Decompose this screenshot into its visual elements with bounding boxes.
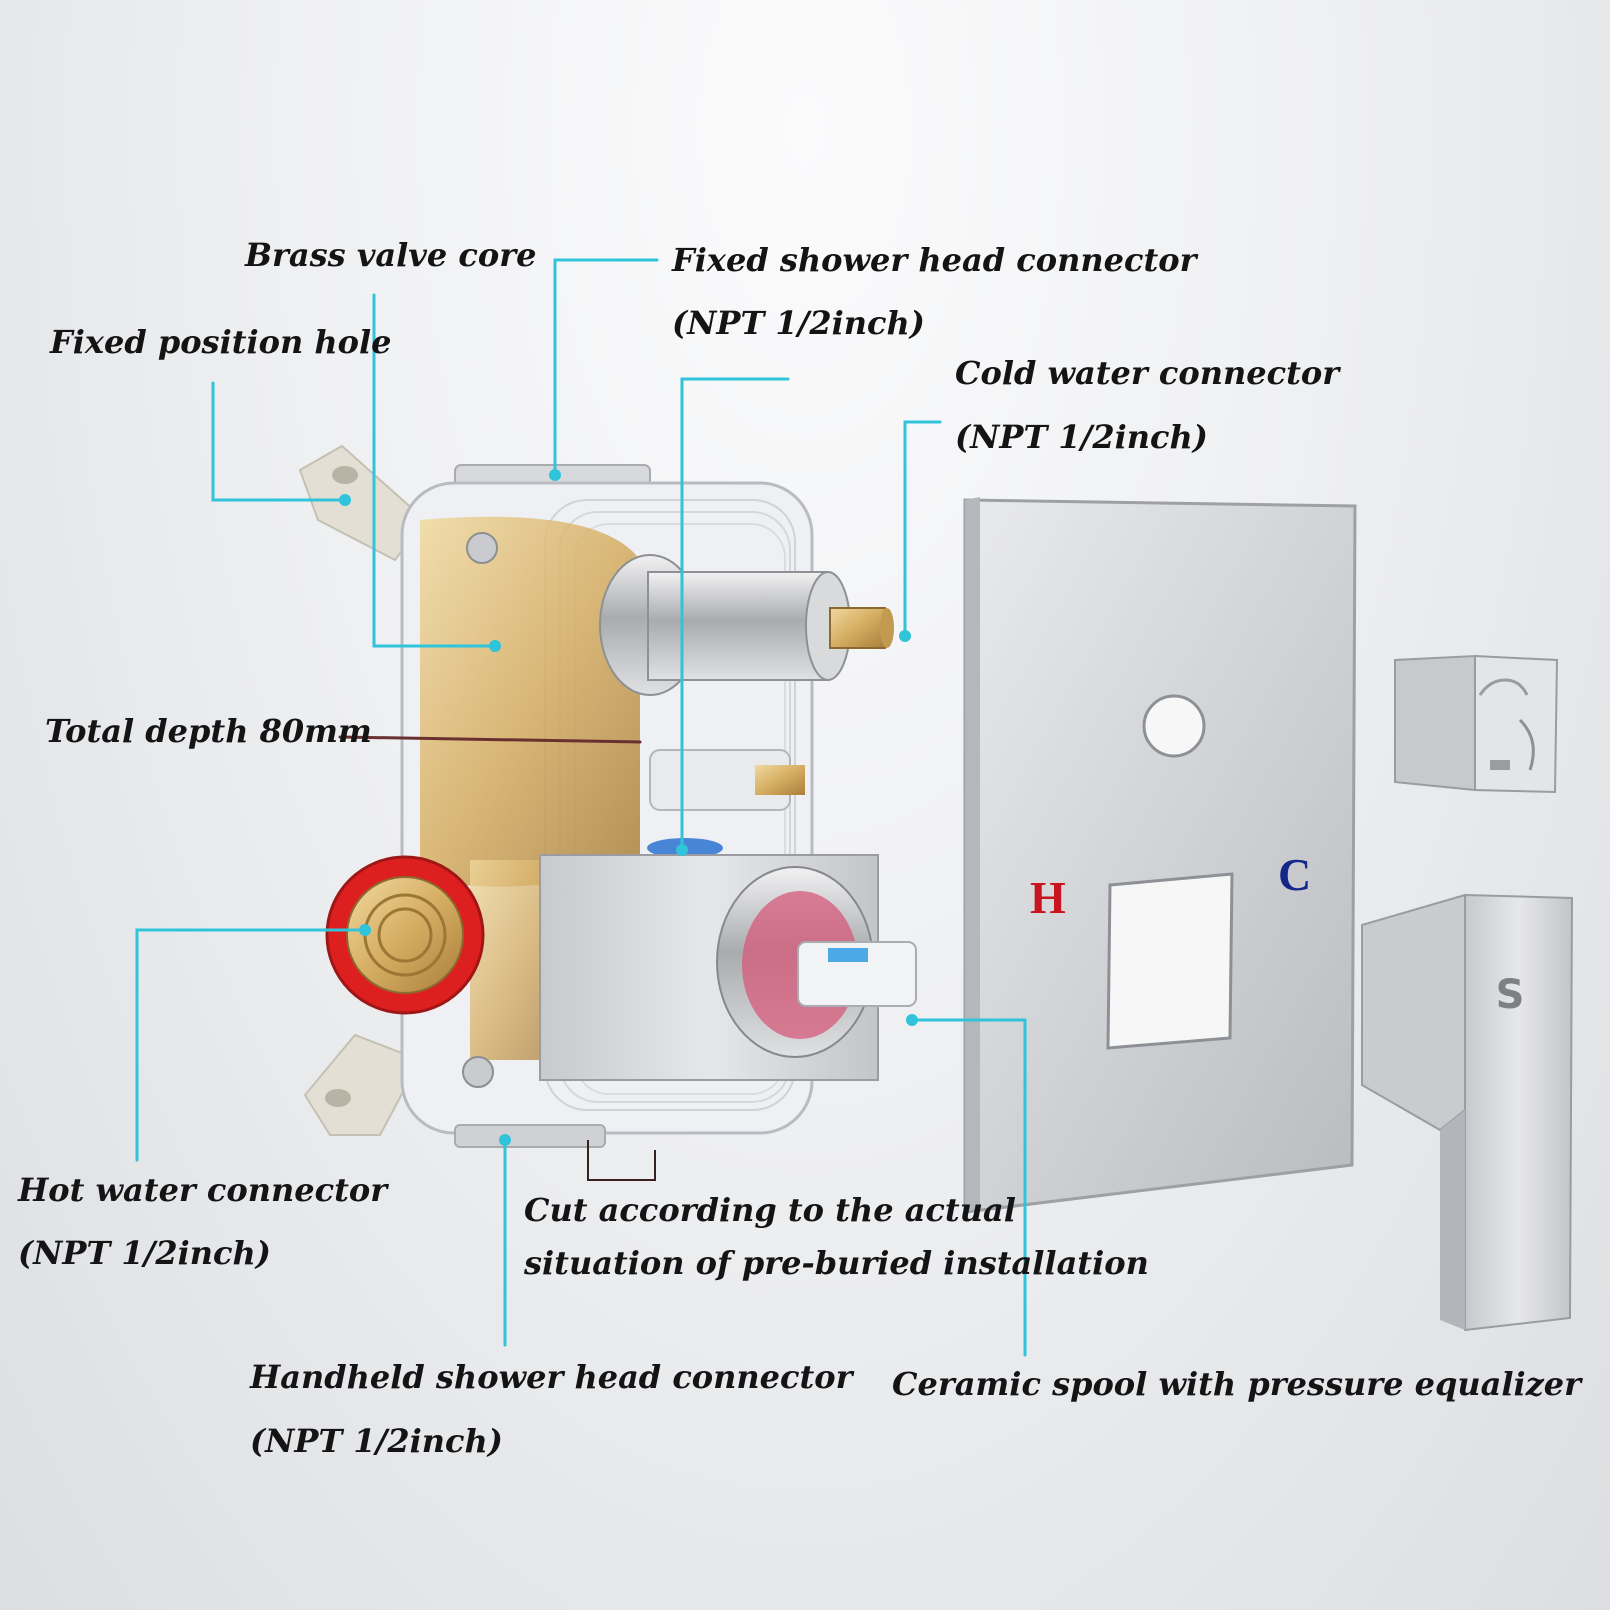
depth-measure-line [338, 735, 642, 744]
label-total-depth: Total depth 80mm [45, 712, 372, 750]
label-fixed-position-hole: Fixed position hole [50, 323, 392, 361]
callout-dot-brass-valve-core [489, 640, 501, 652]
callout-lines [135, 258, 1027, 1357]
label-fixed-shower-head-connector-size: (NPT 1/2inch) [672, 304, 925, 342]
mounting-ear-bottom [303, 1033, 422, 1136]
screw [466, 532, 498, 564]
label-handheld-shower-head-connector-size: (NPT 1/2inch) [250, 1422, 503, 1460]
label-hot-water-connector: Hot water connector [18, 1171, 388, 1209]
trim-plate [963, 497, 1357, 1214]
cut-line [587, 1140, 656, 1181]
spool-stem [797, 941, 917, 1007]
splined-spindle [829, 607, 886, 649]
bottom-outlet [454, 1124, 606, 1148]
svg-text:S: S [1496, 972, 1525, 1018]
callout-dot-ceramic-spool [906, 1014, 918, 1026]
callout-dot-cold-water [899, 630, 911, 642]
label-fixed-shower-head-connector: Fixed shower head connector [672, 241, 1197, 279]
callout-line-fixed-position-hole [211, 381, 347, 502]
brand-s-logo-icon: S [1496, 972, 1525, 1018]
label-cut-note-line1: Cut according to the actual [524, 1191, 1016, 1229]
callout-dot-fixed-shower-head [549, 469, 561, 481]
callout-line-hot-water [135, 928, 367, 1162]
label-cold-water-connector-size: (NPT 1/2inch) [955, 418, 1208, 456]
handle-opening [1106, 872, 1234, 1050]
callout-line-ceramic-spool [910, 1018, 1027, 1357]
brass-valve-core [420, 516, 640, 887]
valve-stem [647, 571, 829, 681]
callout-line-brass-valve-core [372, 293, 497, 648]
label-handheld-shower-head-connector: Handheld shower head connector [250, 1358, 853, 1396]
callout-line-cold-water [903, 420, 942, 638]
label-ceramic-spool: Ceramic spool with pressure equalizer [892, 1365, 1582, 1403]
label-cut-note-line2: situation of pre-buried installation [524, 1244, 1149, 1282]
valve-body [298, 444, 917, 1181]
screw [462, 1056, 494, 1088]
label-brass-valve-core: Brass valve core [245, 236, 537, 274]
cold-mark: C [1278, 849, 1312, 900]
label-hot-water-connector-size: (NPT 1/2inch) [18, 1234, 271, 1272]
shower-diverter-icon [1394, 654, 1559, 794]
hot-mark: H [1030, 872, 1066, 923]
callout-dot-handheld-shower-head [499, 1134, 511, 1146]
label-cold-water-connector: Cold water connector [955, 354, 1340, 392]
lever-handle: S [1361, 893, 1574, 1332]
callout-line-center [680, 377, 790, 852]
callout-dot-fixed-position-hole [339, 494, 351, 506]
diverter-hole [1142, 694, 1206, 758]
callout-line-fixed-shower-head [553, 258, 659, 477]
callout-dot-center [676, 844, 688, 856]
callout-dot-hot-water [359, 924, 371, 936]
fixed-position-hole [332, 466, 358, 484]
